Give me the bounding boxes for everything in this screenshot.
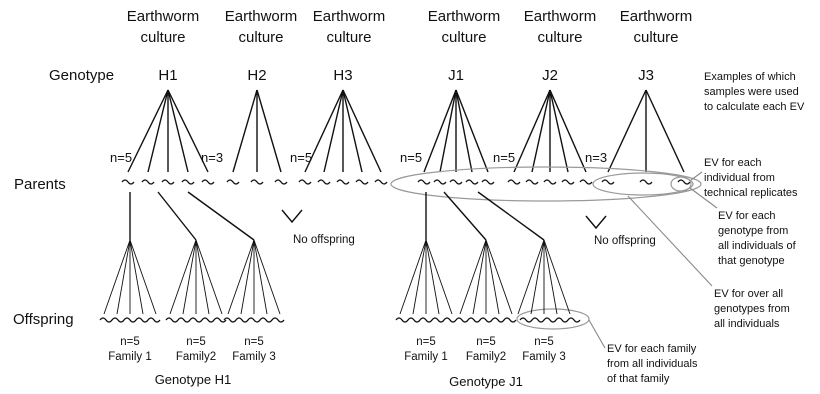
family-n-j1-3: n=5: [534, 336, 554, 348]
ev-overall-ellipse: [390, 166, 702, 202]
culture-header-4-line2: culture: [441, 29, 486, 46]
svg-text:EV for each: EV for each: [718, 210, 775, 222]
culture-header-2-line2: culture: [238, 29, 283, 46]
callout-lines: [588, 171, 718, 349]
svg-text:EV for over all: EV for over all: [714, 288, 783, 300]
family-label-h1-3: Family 3: [232, 351, 275, 363]
family-label-h1-2: Family2: [176, 351, 216, 363]
fan-h2: [232, 89, 282, 173]
svg-text:that genotype: that genotype: [718, 255, 785, 267]
svg-text:of that family: of that family: [607, 373, 670, 385]
culture-header-5-line1: Earthworm: [524, 8, 597, 25]
culture-header-5-line2: culture: [537, 29, 582, 46]
svg-text:Examples of which: Examples of which: [704, 71, 796, 83]
row-label-genotype: Genotype: [49, 67, 114, 84]
offspring-fans: [103, 239, 571, 315]
svg-text:samples were used: samples were used: [704, 86, 799, 98]
genotype-label-h2: H2: [247, 67, 266, 84]
culture-header-1-line2: culture: [140, 29, 185, 46]
n-label-h3: n=5: [290, 150, 312, 165]
culture-header-1-line1: Earthworm: [127, 8, 200, 25]
family-n-h1-2: n=5: [186, 336, 206, 348]
family-n-h1-3: n=5: [244, 336, 264, 348]
svg-text:EV for each family: EV for each family: [607, 343, 697, 355]
svg-text:genotypes from: genotypes from: [714, 303, 790, 315]
no-offspring-label-j: No offspring: [594, 235, 656, 247]
ev-family-ellipse: [516, 308, 590, 330]
genotype-label-h1: H1: [158, 67, 177, 84]
ev-note-individual: EV for each individual from technical re…: [704, 157, 798, 199]
family-label-h1-1: Family 1: [108, 351, 151, 363]
ev-note-genotype: EV for each genotype from all individual…: [718, 210, 797, 267]
svg-text:individual from: individual from: [704, 172, 775, 184]
group-label-j1: Genotype J1: [449, 374, 523, 389]
svg-text:all individuals: all individuals: [714, 318, 780, 330]
culture-header-6-line2: culture: [633, 29, 678, 46]
family-label-j1-3: Family 3: [522, 351, 565, 363]
family-label-j1-2: Family2: [466, 351, 506, 363]
culture-header-3-line1: Earthworm: [313, 8, 386, 25]
group-label-h1: Genotype H1: [155, 372, 232, 387]
culture-header-3-line2: culture: [326, 29, 371, 46]
parent-offspring-lines: [129, 191, 545, 241]
family-n-j1-2: n=5: [476, 336, 496, 348]
no-offspring-marker-j: [585, 215, 607, 230]
svg-text:all individuals of: all individuals of: [718, 240, 797, 252]
family-n-j1-1: n=5: [416, 336, 436, 348]
genotype-label-j3: J3: [638, 67, 654, 84]
examples-title: Examples of which samples were used to c…: [704, 71, 805, 113]
no-offspring-marker-h: [281, 209, 303, 224]
row-label-offspring: Offspring: [13, 311, 74, 328]
fan-j2: [513, 89, 587, 173]
n-label-j2: n=5: [493, 150, 515, 165]
n-label-j3: n=3: [585, 150, 607, 165]
ev-genotype-ellipse: [592, 172, 694, 196]
genotype-label-j1: J1: [448, 67, 464, 84]
row-label-parents: Parents: [14, 176, 66, 193]
fan-j1: [423, 89, 489, 173]
fan-h3: [304, 89, 382, 173]
genotype-label-j2: J2: [542, 67, 558, 84]
culture-header-2-line1: Earthworm: [225, 8, 298, 25]
ev-note-overall: EV for over all genotypes from all indiv…: [714, 288, 790, 330]
n-label-h2: n=3: [201, 150, 223, 165]
culture-headers: Earthworm culture Earthworm culture Eart…: [127, 8, 693, 46]
parent-worms: [121, 179, 691, 185]
no-offspring-label-h: No offspring: [293, 234, 355, 246]
family-n-h1-1: n=5: [120, 336, 140, 348]
culture-header-4-line1: Earthworm: [428, 8, 501, 25]
n-label-j1: n=5: [400, 150, 422, 165]
svg-text:technical replicates: technical replicates: [704, 187, 798, 199]
svg-text:EV for each: EV for each: [704, 157, 761, 169]
svg-text:to calculate each EV: to calculate each EV: [704, 101, 805, 113]
culture-header-6-line1: Earthworm: [620, 8, 693, 25]
fan-j3: [607, 89, 685, 173]
family-label-j1-1: Family 1: [404, 351, 447, 363]
n-label-h1: n=5: [110, 150, 132, 165]
fan-h1: [127, 89, 209, 173]
offspring-worms: [99, 317, 581, 323]
svg-text:from all individuals: from all individuals: [607, 358, 698, 370]
svg-text:genotype from: genotype from: [718, 225, 788, 237]
ev-individual-ellipse: [670, 176, 692, 192]
ev-note-family: EV for each family from all individuals …: [607, 343, 698, 385]
genotype-label-h3: H3: [333, 67, 352, 84]
